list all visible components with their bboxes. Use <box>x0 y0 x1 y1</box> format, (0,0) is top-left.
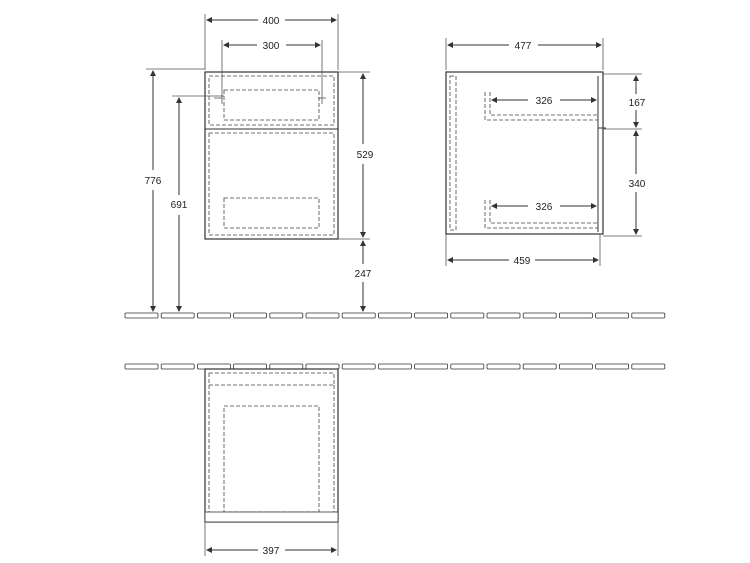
dim-front-inner-width: 300 <box>221 40 323 104</box>
floor-tile <box>196 312 231 319</box>
floor-tile <box>450 363 485 370</box>
floor-tile <box>450 312 485 319</box>
floor-tile <box>522 312 557 319</box>
dim-label: 167 <box>629 98 646 109</box>
floor-tile <box>124 312 159 319</box>
floor-tile <box>377 312 412 319</box>
floor-tile <box>631 363 666 370</box>
dim-label: 400 <box>263 16 280 27</box>
lower-drawer-runner <box>484 200 598 229</box>
floor-tile <box>196 363 231 370</box>
dim-plan-width: 397 <box>204 522 339 557</box>
dim-label: 340 <box>629 179 646 190</box>
dim-top-drawer-height: 167 <box>603 73 646 130</box>
floor-strip-lower <box>124 363 666 370</box>
dim-front-width: 400 <box>204 14 339 70</box>
floor-tile <box>160 363 195 370</box>
bottom-drawer-outline <box>208 132 335 236</box>
floor-tile <box>559 363 593 370</box>
floor-tile <box>414 363 449 370</box>
floor-tile <box>559 312 593 319</box>
floor-tile <box>595 363 629 370</box>
front-view <box>204 71 339 240</box>
dim-label: 247 <box>355 269 372 280</box>
dim-floor-clearance: 247 <box>355 240 372 312</box>
plan-drawer-outline <box>223 405 320 513</box>
dim-drawer-depth-upper: 326 <box>491 96 597 107</box>
dim-side-depth-bottom: 459 <box>445 234 601 267</box>
floor-tile <box>233 312 268 319</box>
dim-label: 477 <box>515 41 532 52</box>
top-drawer-inner <box>223 89 320 121</box>
dim-label: 300 <box>263 41 280 52</box>
dim-label: 691 <box>171 200 188 211</box>
floor-tile <box>377 363 412 370</box>
top-drawer-outline <box>208 75 335 126</box>
floor-tile <box>269 312 304 319</box>
floor-tile <box>269 363 304 370</box>
floor-tile <box>486 312 521 319</box>
floor-tile <box>124 363 159 370</box>
dim-bottom-drawer-height: 340 <box>603 130 646 237</box>
dim-cabinet-height: 529 <box>338 71 374 240</box>
dim-label: 776 <box>145 176 162 187</box>
dim-label: 397 <box>263 546 280 557</box>
floor-tile <box>341 312 376 319</box>
dim-label: 326 <box>536 96 553 107</box>
floor-tile <box>595 312 629 319</box>
plan-back-edge <box>208 372 335 386</box>
dim-side-depth: 477 <box>445 38 604 70</box>
lower-drawer-runner-inner <box>489 200 598 224</box>
floor-tile <box>160 312 195 319</box>
side-back-panel <box>449 75 457 231</box>
floor-tile <box>233 363 268 370</box>
bottom-drawer-inner <box>223 197 320 229</box>
dim-label: 326 <box>536 202 553 213</box>
plan-cabinet-outline <box>204 368 339 523</box>
side-view <box>445 71 606 235</box>
dim-floor-to-top: 691 <box>171 95 224 312</box>
dim-drawer-depth-lower: 326 <box>491 202 597 213</box>
floor-strip-upper <box>124 312 666 319</box>
plan-front-panel <box>204 511 339 523</box>
floor-tile <box>414 312 449 319</box>
dim-total-height: 776 <box>145 68 205 312</box>
upper-drawer-runner-inner <box>489 92 598 116</box>
floor-tile <box>486 363 521 370</box>
floor-tile <box>631 312 666 319</box>
upper-drawer-runner <box>484 92 598 121</box>
plan-view <box>204 368 339 523</box>
floor-tile <box>341 363 376 370</box>
front-cabinet-outline <box>204 71 339 240</box>
floor-tile <box>522 363 557 370</box>
floor-tile <box>305 312 340 319</box>
side-cabinet-outline <box>445 71 604 235</box>
dim-label: 529 <box>357 150 374 161</box>
floor-tile <box>305 363 340 370</box>
dim-label: 459 <box>514 256 531 267</box>
